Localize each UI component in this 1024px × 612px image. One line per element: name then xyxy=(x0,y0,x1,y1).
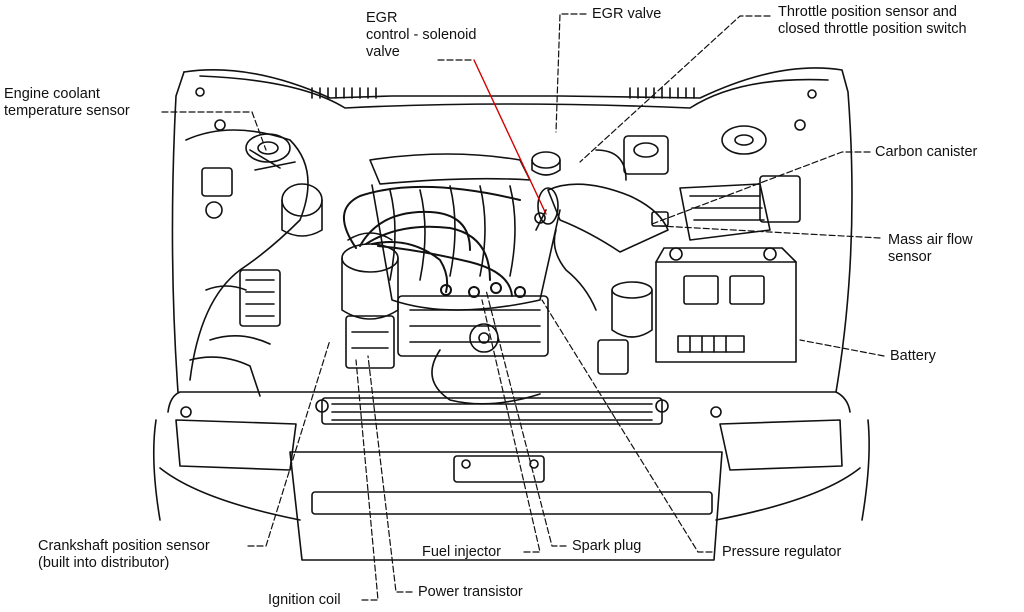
egr-solenoid-label: EGR control - solenoid valve xyxy=(366,10,477,60)
spark-plug-wires xyxy=(342,185,526,298)
carbon-canister-label: Carbon canister xyxy=(875,144,978,160)
battery-illustration xyxy=(597,247,797,375)
fuel-injector-label: Fuel injector xyxy=(422,544,501,560)
pressure-regulator-label: Pressure regulator xyxy=(722,544,842,560)
front-bumper xyxy=(152,391,870,561)
hood-outline xyxy=(171,67,853,393)
leader-lines xyxy=(161,13,885,601)
air-intake xyxy=(531,151,669,311)
coolant-sensor-label: Engine coolant temperature sensor xyxy=(4,86,130,119)
ignition-coil-label: Ignition coil xyxy=(268,592,341,608)
egr-valve-label: EGR valve xyxy=(592,6,662,22)
battery-label: Battery xyxy=(890,348,936,364)
distributor xyxy=(341,232,399,369)
spark-plug-label: Spark plug xyxy=(572,538,642,554)
crankshaft-sensor-label: Crankshaft position sensor (built into d… xyxy=(38,538,210,571)
egr-solenoid-leader xyxy=(473,59,547,215)
right-side-components xyxy=(595,125,801,241)
left-fender-components xyxy=(185,129,323,397)
mass-air-flow-label: Mass air flow sensor xyxy=(888,232,973,265)
throttle-sensor-label: Throttle position sensor and closed thro… xyxy=(778,4,967,37)
power-transistor-label: Power transistor xyxy=(418,584,523,600)
